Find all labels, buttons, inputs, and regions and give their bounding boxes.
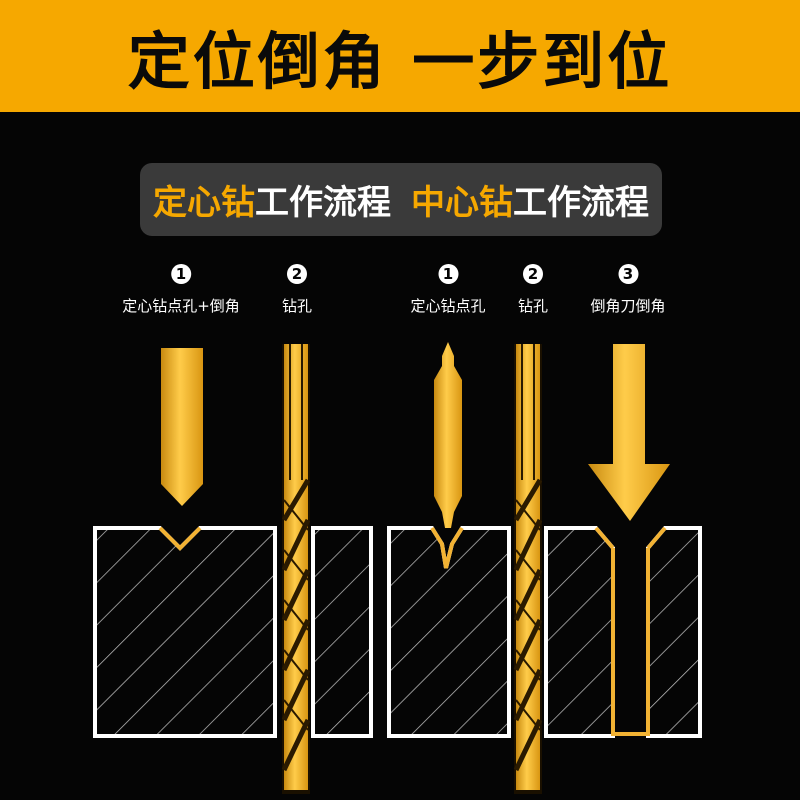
step-number-badge: 2 (522, 264, 543, 284)
spot-drill-workflow-label: 工作流程 (255, 183, 391, 223)
workpiece-spot-right (311, 526, 373, 738)
spot-step-1: 1 定心钻点孔+倒角 (122, 264, 240, 316)
twist-drill-2-icon (513, 344, 543, 794)
twist-drill-1-icon (281, 344, 311, 794)
step-number-badge: 1 (170, 264, 191, 284)
center-step-1: 1 定心钻点孔 (410, 264, 486, 316)
process-header-pill: 定心钻工作流程 中心钻工作流程 (140, 163, 662, 236)
step-label: 定心钻点孔+倒角 (122, 297, 240, 315)
step-number-badge: 3 (617, 264, 638, 284)
banner-title: 定位倒角 一步到位 (127, 25, 673, 98)
center-step-2: 2 钻孔 (518, 264, 548, 316)
workpiece-spot-left (93, 526, 277, 738)
spot-drill-tool-icon (161, 348, 203, 506)
step-label: 倒角刀倒角 (590, 297, 666, 315)
chamfer-tool-arrow-icon (588, 344, 670, 521)
top-banner: 定位倒角 一步到位 (0, 0, 800, 112)
workpiece-chamfer-right (646, 526, 702, 738)
workpiece-center-left (387, 526, 511, 738)
drilled-hole-outline (611, 548, 650, 736)
workpiece-chamfer-left (544, 526, 615, 738)
center-drill-label: 中心钻 (411, 183, 513, 223)
step-label: 钻孔 (281, 297, 313, 315)
step-number-badge: 1 (437, 264, 458, 284)
center-drill-workflow-label: 工作流程 (513, 183, 649, 223)
center-step-3: 3 倒角刀倒角 (590, 264, 666, 316)
spot-drill-label: 定心钻 (153, 183, 255, 223)
step-number-badge: 2 (286, 264, 307, 284)
center-drill-tool-icon (434, 342, 462, 528)
step-label: 钻孔 (517, 297, 549, 315)
spot-step-2: 2 钻孔 (282, 264, 312, 316)
step-label: 定心钻点孔 (410, 297, 486, 315)
